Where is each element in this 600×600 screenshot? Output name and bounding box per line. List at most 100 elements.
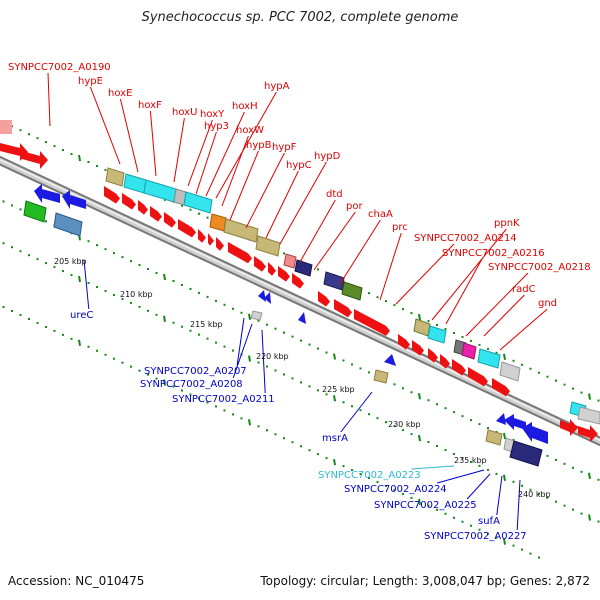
forward-gene-label[interactable]: hypE bbox=[78, 76, 103, 87]
minor-tick bbox=[300, 445, 302, 448]
gene-arrow-forward bbox=[428, 348, 438, 363]
minor-tick bbox=[529, 367, 532, 370]
label-leader-line bbox=[496, 475, 503, 516]
minor-tick bbox=[410, 433, 413, 436]
forward-gene-label[interactable]: hoxF bbox=[138, 100, 162, 111]
forward-gene-label[interactable]: SYNPCC7002_A0216 bbox=[442, 248, 545, 259]
minor-tick bbox=[410, 391, 413, 394]
forward-gene-label[interactable]: prc bbox=[392, 222, 408, 233]
reverse-gene-label[interactable]: SYNPCC7002_A0208 bbox=[140, 379, 243, 390]
minor-tick bbox=[45, 325, 47, 328]
reverse-gene-label[interactable]: SYNPCC7002_A0223 bbox=[318, 470, 421, 481]
label-leader-line bbox=[89, 86, 121, 165]
minor-tick bbox=[70, 153, 73, 156]
minor-tick bbox=[11, 246, 13, 249]
minor-tick bbox=[461, 335, 464, 338]
minor-tick bbox=[563, 462, 566, 465]
minor-tick bbox=[580, 512, 583, 515]
minor-tick bbox=[385, 421, 387, 424]
reverse-gene-label[interactable]: SYNPCC7002_A0225 bbox=[374, 500, 477, 511]
minor-tick bbox=[240, 417, 243, 420]
minor-tick bbox=[11, 310, 13, 313]
label-leader-line bbox=[83, 259, 90, 310]
gene-arrow-forward bbox=[178, 219, 196, 238]
label-leaders bbox=[47, 72, 548, 531]
gene-arrow-reverse bbox=[384, 354, 396, 366]
minor-tick bbox=[181, 389, 183, 392]
forward-gene-label[interactable]: hypF bbox=[272, 142, 297, 153]
label-leader-line bbox=[499, 308, 548, 351]
major-tick bbox=[163, 379, 166, 386]
gene-arrow-forward bbox=[398, 334, 410, 350]
kbp-label: 240 kbp bbox=[518, 490, 551, 499]
forward-gene-label[interactable]: por bbox=[346, 201, 363, 212]
feature-box bbox=[143, 179, 177, 203]
forward-gene-label[interactable]: SYNPCC7002_A0190 bbox=[8, 62, 111, 73]
gene-arrow-forward bbox=[452, 359, 466, 376]
gene-arrow-forward bbox=[354, 309, 390, 336]
minor-tick bbox=[521, 484, 523, 487]
forward-gene-label[interactable]: gnd bbox=[538, 298, 557, 309]
forward-gene-label[interactable]: hoxH bbox=[232, 101, 258, 112]
label-leader-line bbox=[379, 232, 402, 301]
minor-tick bbox=[266, 365, 268, 368]
forward-gene-label[interactable]: SYNPCC7002_A0214 bbox=[414, 233, 517, 244]
reverse-gene-label[interactable]: SYNPCC7002_A0227 bbox=[424, 531, 527, 542]
forward-gene-label[interactable]: hypD bbox=[314, 151, 341, 162]
minor-tick bbox=[427, 441, 430, 444]
major-tick bbox=[248, 355, 251, 362]
reverse-gene-label[interactable]: SYNPCC7002_A0224 bbox=[344, 484, 447, 495]
minor-tick bbox=[36, 321, 39, 324]
forward-gene-label[interactable]: hoxW bbox=[236, 125, 264, 136]
major-tick bbox=[503, 432, 506, 440]
minor-tick bbox=[104, 289, 107, 292]
minor-tick bbox=[597, 478, 600, 481]
label-leader-line bbox=[265, 170, 299, 239]
minor-tick bbox=[427, 320, 430, 323]
reverse-gene-label[interactable]: ureC bbox=[70, 310, 93, 321]
forward-gene-label[interactable]: SYNPCC7002_A0218 bbox=[488, 262, 591, 273]
reverse-gene-label[interactable]: msrA bbox=[322, 433, 348, 444]
forward-gene-label[interactable]: chaA bbox=[368, 209, 393, 220]
major-tick bbox=[333, 395, 336, 402]
minor-tick bbox=[393, 425, 396, 428]
minor-tick bbox=[478, 343, 481, 346]
minor-tick bbox=[121, 361, 124, 364]
minor-tick bbox=[436, 324, 438, 327]
minor-tick bbox=[215, 299, 217, 302]
forward-gene-label[interactable]: ppnK bbox=[494, 218, 520, 229]
forward-gene-label[interactable]: hypB bbox=[246, 140, 272, 151]
minor-tick bbox=[563, 504, 566, 507]
minor-tick bbox=[147, 309, 149, 312]
minor-tick bbox=[130, 365, 132, 368]
minor-tick bbox=[453, 411, 455, 414]
minor-tick bbox=[410, 496, 413, 499]
minor-tick bbox=[45, 220, 47, 223]
forward-gene-label[interactable]: radC bbox=[512, 284, 536, 295]
minor-tick bbox=[104, 353, 107, 356]
reverse-gene-label[interactable]: SYNPCC7002_A0207 bbox=[144, 366, 247, 377]
minor-tick bbox=[317, 453, 319, 456]
minor-tick bbox=[19, 208, 22, 211]
minor-tick bbox=[87, 161, 90, 164]
forward-gene-label[interactable]: hypA bbox=[264, 81, 290, 92]
minor-tick bbox=[546, 454, 549, 457]
forward-gene-label[interactable]: hypC bbox=[286, 160, 312, 171]
minor-tick bbox=[393, 304, 396, 307]
minor-tick bbox=[181, 325, 183, 328]
minor-tick bbox=[87, 282, 90, 285]
minor-tick bbox=[130, 301, 132, 304]
forward-gene-label[interactable]: hoxU bbox=[172, 107, 197, 118]
forward-gene-label[interactable]: dtd bbox=[326, 189, 343, 200]
minor-tick bbox=[342, 401, 345, 404]
forward-gene-label[interactable]: hyp3 bbox=[204, 121, 229, 132]
forward-gene-label[interactable]: hoxY bbox=[200, 109, 225, 120]
label-leader-line bbox=[299, 199, 336, 263]
forward-gene-label[interactable]: hoxE bbox=[108, 88, 132, 99]
reverse-gene-label[interactable]: sufA bbox=[478, 516, 500, 527]
minor-tick bbox=[257, 319, 260, 322]
reverse-gene-label[interactable]: SYNPCC7002_A0211 bbox=[172, 394, 275, 405]
minor-tick bbox=[70, 274, 73, 277]
major-tick bbox=[78, 154, 81, 162]
minor-tick bbox=[36, 137, 39, 140]
